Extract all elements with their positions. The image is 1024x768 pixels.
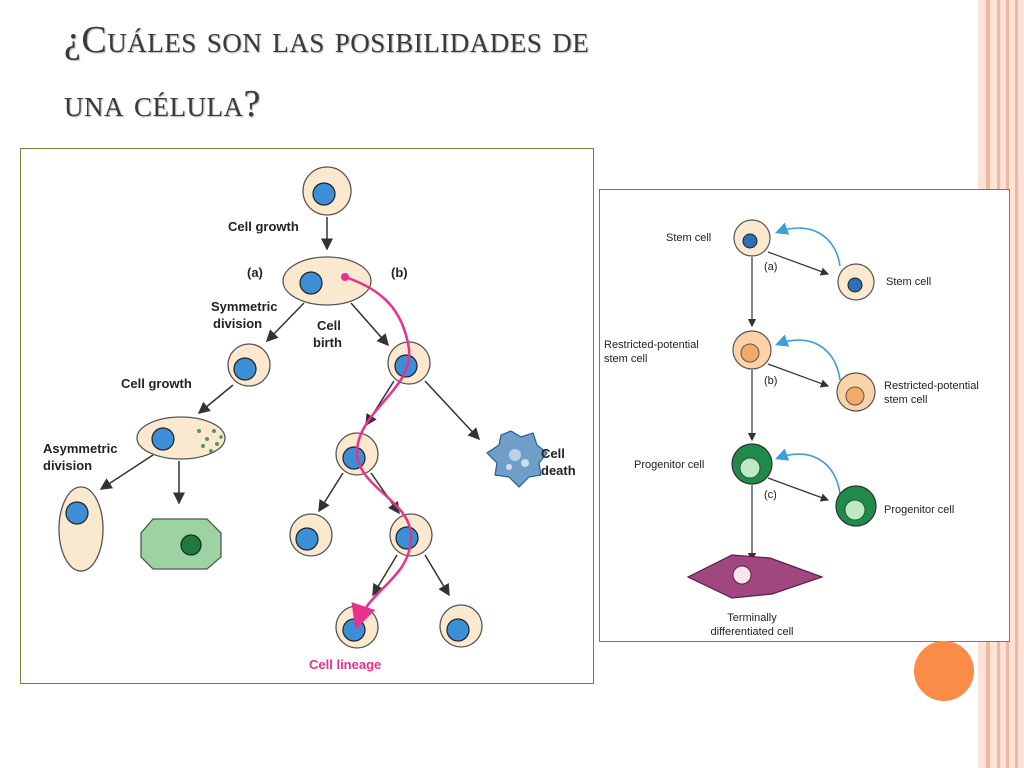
terminal-cell [686, 554, 824, 599]
label-stem-cell-right: Stem cell [886, 276, 931, 288]
cell-level5-right [439, 604, 483, 648]
arrow-stem-right [767, 251, 830, 276]
stem-cell-right [837, 263, 875, 301]
label-a: (a) [247, 265, 263, 280]
cell-grown [282, 256, 372, 306]
label-symmetric-division-2: division [213, 316, 262, 331]
cell-asymmetric-stem [58, 486, 104, 572]
cell-asymmetric-grown [136, 416, 226, 460]
label-terminal-2: differentiated cell [711, 626, 794, 638]
label-cell-birth-2: birth [313, 335, 342, 350]
label-progenitor-left: Progenitor cell [634, 459, 704, 471]
stem-cell-svg: Stem cell (a) Stem cell Restricted-poten… [604, 219, 979, 638]
slide-title-line1: ¿Cuáles son las posibilidades de [64, 19, 590, 61]
arrow-progenitor-right [767, 477, 830, 502]
label-a-right: (a) [764, 261, 777, 273]
arrow-symmetric-left [265, 302, 305, 343]
progenitor-cell-right [835, 485, 877, 527]
cell-asymmetric-differentiated [140, 518, 222, 570]
arrow-l4-right [424, 554, 450, 597]
label-asymmetric-division-2: division [43, 458, 92, 473]
label-restricted-left-2: stem cell [604, 353, 647, 365]
cell-level4-left [289, 513, 333, 557]
label-cell-birth-1: Cell [317, 318, 341, 333]
label-terminal-1: Terminally [727, 612, 777, 624]
arrow-l3-left [318, 472, 344, 513]
cell-left-daughter [227, 343, 271, 387]
label-c-right: (c) [764, 489, 777, 501]
slide-title: ¿Cuáles son las posibilidades de una cél… [64, 8, 944, 136]
label-cell-death-2: death [541, 463, 576, 478]
cell-division-svg: Cell growth (a) (b) Symmetric division C… [43, 166, 576, 672]
label-symmetric-division-1: Symmetric [211, 299, 277, 314]
arrow-growth-mid [197, 384, 234, 414]
label-cell-death-1: Cell [541, 446, 565, 461]
label-restricted-left-1: Restricted-potential [604, 339, 699, 351]
restricted-cell-right [836, 372, 876, 412]
cell-division-diagram: Cell growth (a) (b) Symmetric division C… [20, 148, 594, 684]
lineage-curve [344, 275, 413, 630]
arrow-asym-left [99, 454, 154, 490]
label-cell-growth-mid: Cell growth [121, 376, 192, 391]
label-b: (b) [391, 265, 408, 280]
self-renewal-arrow-3 [775, 448, 841, 495]
arrow-right-death [424, 380, 481, 441]
cell-level5-left [335, 605, 379, 649]
label-restricted-right-1: Restricted-potential [884, 380, 979, 392]
arrow-restricted-right [767, 363, 830, 388]
progenitor-cell-left [731, 443, 773, 485]
stem-cell-left [733, 219, 771, 257]
slide-title-line2: una célula? [64, 83, 261, 125]
label-progenitor-right: Progenitor cell [884, 504, 954, 516]
label-stem-cell-left: Stem cell [666, 232, 711, 244]
cell-death-icon [486, 430, 548, 488]
label-asymmetric-division-1: Asymmetric [43, 441, 117, 456]
arrow-symmetric-right [350, 302, 389, 347]
self-renewal-arrow-1 [775, 222, 841, 267]
decor-stripe [1015, 0, 1018, 768]
label-b-right: (b) [764, 375, 777, 387]
cell-initial [302, 166, 352, 216]
decor-orange-circle [914, 641, 974, 701]
stem-cell-diagram: Stem cell (a) Stem cell Restricted-poten… [599, 189, 1010, 642]
label-cell-lineage: Cell lineage [309, 657, 381, 672]
label-restricted-right-2: stem cell [884, 394, 927, 406]
restricted-cell-left [732, 330, 772, 370]
self-renewal-arrow-2 [775, 334, 841, 381]
label-cell-growth-top: Cell growth [228, 219, 299, 234]
arrow-l3-right [370, 472, 400, 515]
arrow-l4-left [372, 554, 398, 597]
